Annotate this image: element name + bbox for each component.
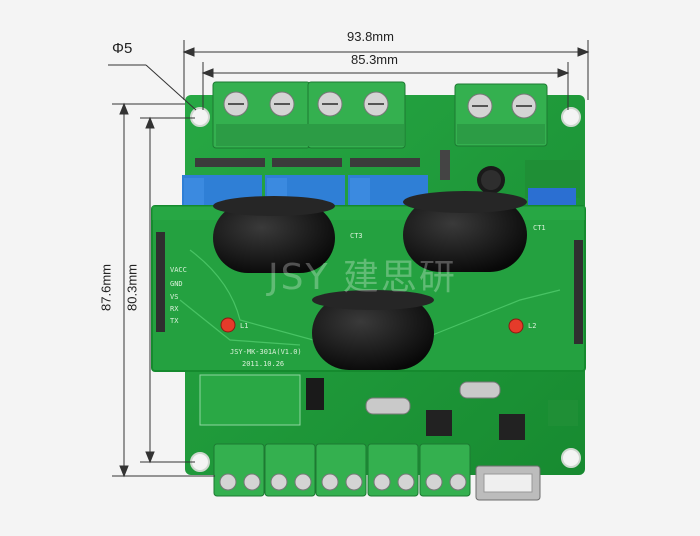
board-model: JSY-MK-301A(V1.0) (230, 348, 302, 356)
brand-watermark: JSY 建思研 (268, 257, 457, 298)
ct-label: CT3 (350, 232, 363, 240)
height-total-label: 87.6mm (98, 264, 114, 311)
dimension-lines (108, 40, 590, 478)
current-transformers (213, 191, 527, 370)
pin-headers (195, 158, 420, 167)
lower-components (199, 374, 578, 440)
pin-label: TX (170, 317, 179, 325)
pin-label: GND (170, 280, 183, 288)
pin-label: VS (170, 293, 178, 301)
width-holes-label: 85.3mm (351, 52, 398, 67)
pin-label: VACC (170, 266, 187, 274)
pin-label: RX (170, 305, 179, 313)
mount-hole-top-left (190, 107, 210, 127)
bottom-terminal-blocks (213, 443, 541, 501)
ct-label: CT1 (533, 224, 546, 232)
led-label: L1 (240, 322, 248, 330)
mount-hole-bottom-right (561, 448, 581, 468)
led-label: L2 (528, 322, 536, 330)
power-components (440, 150, 580, 208)
board-date: 2011.10.26 (242, 360, 284, 368)
mount-hole-top-right (561, 107, 581, 127)
led-right (508, 318, 524, 334)
top-terminal-blocks (212, 81, 548, 149)
width-total-label: 93.8mm (347, 29, 394, 44)
hole-diameter-label: Φ5 (112, 40, 133, 57)
silkscreen: VACC GND VS RX TX JSY-MK-301A(V1.0) 2011… (170, 224, 546, 368)
led-left (220, 317, 236, 333)
height-holes-label: 80.3mm (124, 264, 140, 311)
